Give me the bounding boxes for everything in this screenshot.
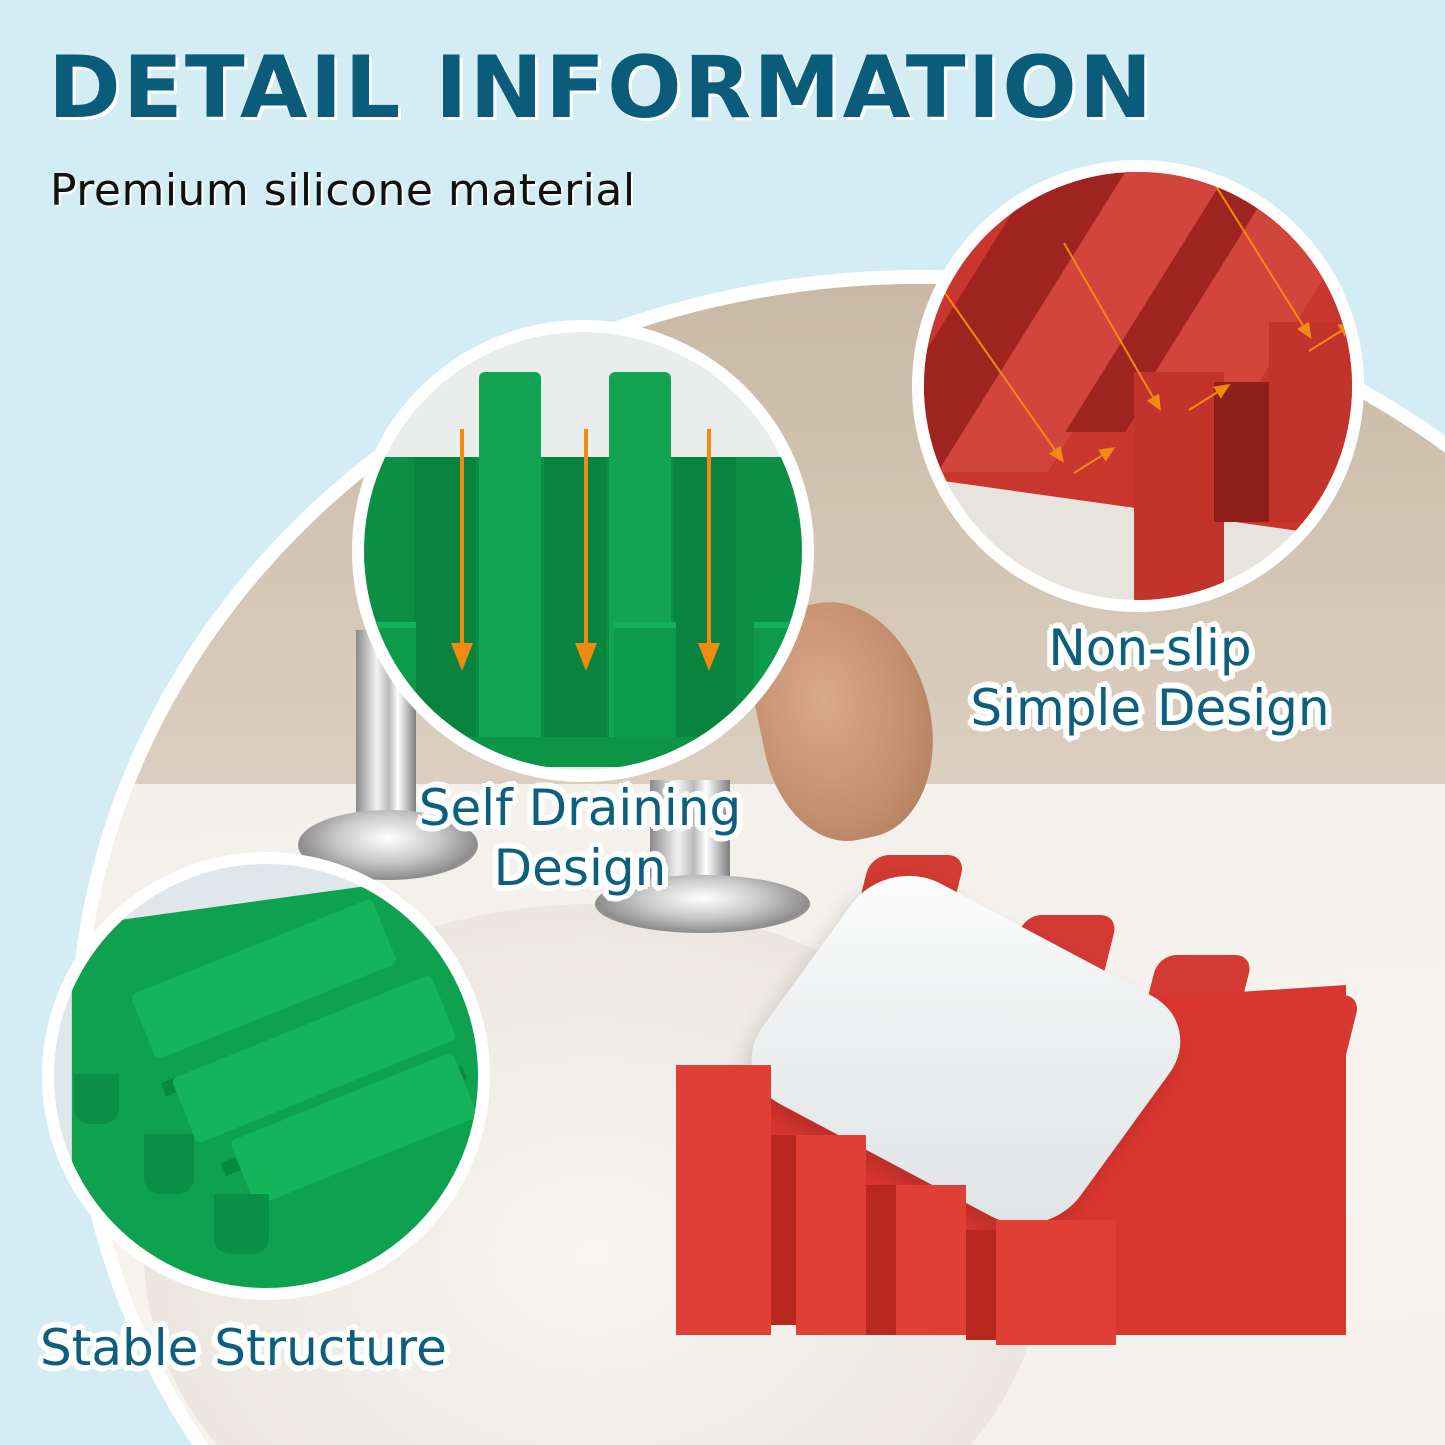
drain-arrow-icon (698, 429, 720, 671)
feature-label-line: Non-slip (1048, 619, 1252, 677)
drain-arrow-icon (575, 429, 597, 671)
feature-label-line: Stable Structure (40, 1319, 447, 1377)
feature-label-line: Design (493, 839, 667, 897)
stable-structure-detail-image (42, 852, 490, 1300)
non-slip-detail-image (912, 160, 1364, 612)
feature-label-non-slip: Non-slip Simple Design (945, 618, 1355, 738)
drain-arrow-icon (451, 429, 473, 671)
page-subtitle: Premium silicone material (50, 165, 636, 216)
feature-label-self-draining: Self Draining Design (395, 778, 765, 898)
red-soap-dish-photo (666, 835, 1361, 1345)
page-title: DETAIL INFORMATION (48, 38, 1155, 138)
self-draining-detail-image (352, 320, 814, 782)
feature-label-stable-structure: Stable Structure (40, 1318, 510, 1378)
feature-label-line: Simple Design (970, 679, 1330, 737)
feature-label-line: Self Draining (418, 779, 742, 837)
